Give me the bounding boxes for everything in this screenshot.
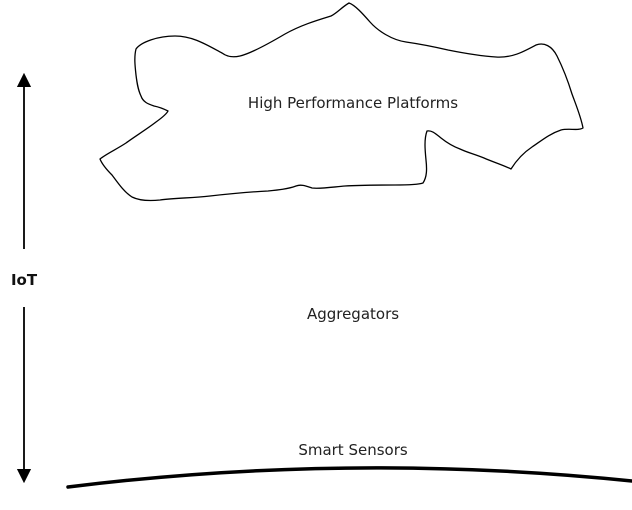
ground-curve bbox=[66, 466, 632, 489]
tier-label-high-performance-platforms: High Performance Platforms bbox=[248, 94, 458, 112]
tier-label-smart-sensors: Smart Sensors bbox=[298, 441, 408, 459]
axis-label-iot: IoT bbox=[11, 271, 38, 289]
tier-label-aggregators: Aggregators bbox=[307, 305, 399, 323]
cloud-shape bbox=[99, 2, 584, 202]
